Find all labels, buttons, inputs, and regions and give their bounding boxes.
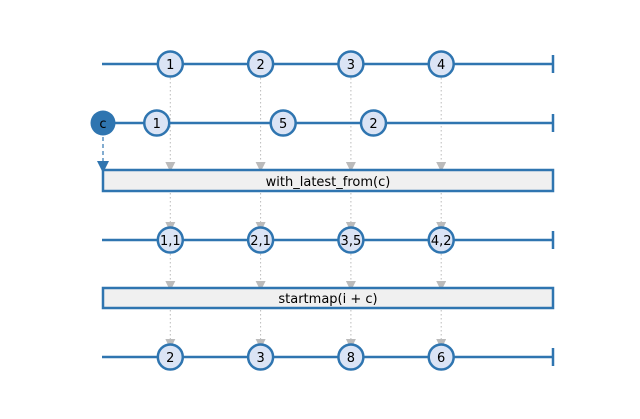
marble-label: 8 — [347, 351, 355, 366]
marble-source: 1 — [156, 50, 185, 78]
marble-circle — [269, 109, 297, 137]
marble-circle — [246, 50, 275, 78]
marble-circle — [427, 50, 455, 78]
operator-startmap-label: startmap(i + c) — [278, 292, 377, 307]
marble-zipped: 4,2 — [427, 226, 455, 254]
marble-circle — [337, 343, 365, 371]
operator-with-latest-from: with_latest_from(c) — [101, 168, 555, 193]
marble-label: 3 — [256, 351, 264, 366]
marble-label: 2 — [166, 351, 174, 366]
marble-circle — [337, 50, 365, 78]
marble-label: 3,5 — [341, 234, 362, 249]
marble-result: 2 — [156, 343, 185, 371]
marble-label: 1 — [153, 117, 161, 132]
marble-label: 1,1 — [160, 234, 181, 249]
marble-circle — [427, 343, 455, 371]
marble-zipped: 1,1 — [156, 226, 185, 254]
operator-with-latest-from-label: with_latest_from(c) — [266, 175, 391, 190]
marble-source: 2 — [246, 50, 275, 78]
marble-circle — [246, 226, 275, 254]
marble-other: 2 — [359, 109, 388, 137]
marble-circle — [156, 50, 185, 78]
marble-zipped: 2,1 — [246, 226, 275, 254]
marble-label: 2 — [369, 117, 377, 132]
marble-label: 4 — [437, 58, 445, 73]
marble-circle — [143, 109, 171, 137]
marble-circle — [359, 109, 388, 137]
marble-circle — [246, 343, 275, 371]
marble-circle — [156, 343, 185, 371]
source-c-label: c — [99, 117, 106, 132]
marble-label: 3 — [347, 58, 355, 73]
marble-label: 2,1 — [250, 234, 271, 249]
marble-zipped: 3,5 — [337, 226, 365, 254]
marble-result: 6 — [427, 343, 455, 371]
marble-label: 6 — [437, 351, 445, 366]
marble-circle — [427, 226, 455, 254]
marble-label: 2 — [256, 58, 264, 73]
marble-other: 1 — [143, 109, 171, 137]
marble-label: 5 — [279, 117, 287, 132]
marble-circle — [337, 226, 365, 254]
marble-source: 3 — [337, 50, 365, 78]
marble-result: 8 — [337, 343, 365, 371]
marble-result: 3 — [246, 343, 275, 371]
marble-circle — [156, 226, 185, 254]
marble-label: 4,2 — [431, 234, 452, 249]
marble-source: 4 — [427, 50, 455, 78]
marble-label: 1 — [166, 58, 174, 73]
operator-startmap: startmap(i + c) — [101, 286, 555, 310]
source-c-marker: c — [90, 110, 116, 136]
marbles: 1 2 3 4 1 5 2 1,1 2,1 3,5 4,2 2 3 8 6 — [143, 50, 455, 371]
timeline-other — [103, 114, 555, 132]
marble-other: 5 — [269, 109, 297, 137]
